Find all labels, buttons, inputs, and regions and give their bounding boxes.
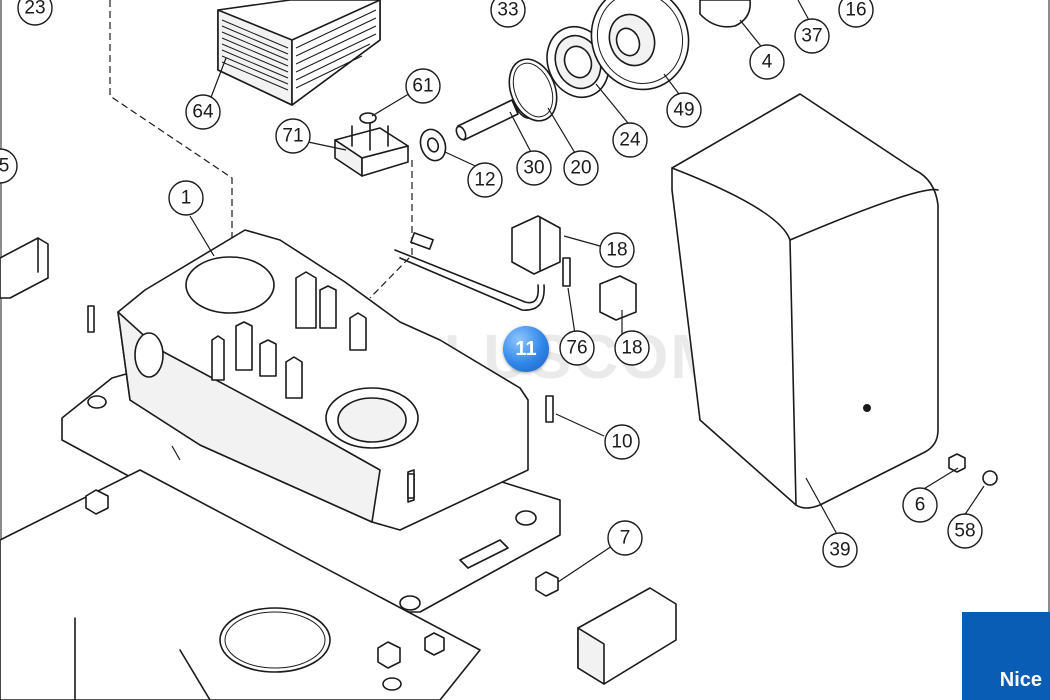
svg-text:7: 7 <box>620 528 631 549</box>
svg-text:23: 23 <box>24 0 45 19</box>
connector-cover-part <box>577 587 677 685</box>
svg-text:39: 39 <box>829 540 850 561</box>
callout-1: 1 <box>168 180 204 216</box>
callout-39: 39 <box>822 532 858 568</box>
selected-part-badge[interactable]: 11 <box>503 326 549 372</box>
callout-76: 76 <box>559 330 595 366</box>
svg-text:61: 61 <box>412 76 433 97</box>
callout-24: 24 <box>612 122 648 158</box>
svg-text:37: 37 <box>801 26 822 47</box>
callout-33: 33 <box>490 0 526 28</box>
cover-part <box>671 93 939 509</box>
callout-12: 12 <box>467 162 503 198</box>
callout-18-terminal: 18 <box>599 232 635 268</box>
leader-lines <box>171 0 985 583</box>
callout-30: 30 <box>516 150 552 186</box>
mounting-plate-part <box>0 469 481 700</box>
brand-logo: Nice <box>962 612 1050 700</box>
svg-text:12: 12 <box>474 170 495 191</box>
terminal-block-part <box>394 215 637 321</box>
svg-text:24: 24 <box>619 130 641 151</box>
left-bracket-part <box>0 237 49 299</box>
svg-text:49: 49 <box>673 100 694 121</box>
svg-text:64: 64 <box>192 102 214 123</box>
svg-text:76: 76 <box>566 338 587 359</box>
svg-text:5: 5 <box>0 156 9 177</box>
callout-10: 10 <box>604 424 640 460</box>
callout-58: 58 <box>947 513 983 549</box>
callout-4: 4 <box>749 44 785 80</box>
pinion-part <box>699 0 752 28</box>
hardware-parts <box>85 257 998 691</box>
svg-text:1: 1 <box>181 188 192 209</box>
svg-text:16: 16 <box>845 0 866 21</box>
callout-7: 7 <box>607 520 643 556</box>
svg-text:20: 20 <box>570 158 591 179</box>
svg-text:18: 18 <box>621 338 642 359</box>
callout-49: 49 <box>666 92 702 128</box>
svg-text:6: 6 <box>915 495 926 516</box>
transformer-part <box>217 0 381 106</box>
svg-text:4: 4 <box>762 52 773 73</box>
callout-64: 64 <box>185 94 221 130</box>
callout-71: 71 <box>275 118 311 154</box>
rectifier-part <box>334 112 409 177</box>
callout-23: 23 <box>17 0 53 26</box>
svg-text:10: 10 <box>611 432 632 453</box>
svg-text:58: 58 <box>954 521 975 542</box>
assembly-dashed-line-2 <box>369 160 413 299</box>
assembly-dashed-line-1 <box>109 0 233 252</box>
o-ring-inner <box>512 62 554 118</box>
callout-61: 61 <box>405 68 441 104</box>
svg-text:33: 33 <box>497 0 518 21</box>
callout-37: 37 <box>794 18 830 54</box>
washer-part <box>419 128 447 162</box>
callout-18-clip: 18 <box>614 330 650 366</box>
callout-6: 6 <box>902 487 938 523</box>
svg-text:30: 30 <box>523 158 544 179</box>
gear-part <box>590 0 690 91</box>
svg-text:18: 18 <box>606 240 627 261</box>
svg-text:71: 71 <box>282 126 303 147</box>
callout-5: 5 <box>0 148 18 184</box>
callout-20: 20 <box>563 150 599 186</box>
callout-16: 16 <box>838 0 874 28</box>
